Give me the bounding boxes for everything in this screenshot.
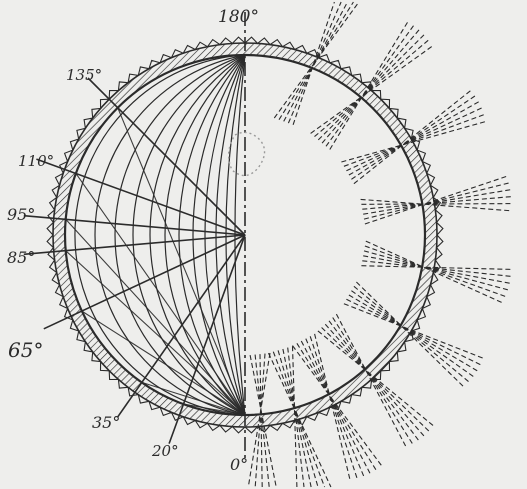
dashed-ray <box>346 298 482 366</box>
dashed-ray <box>353 89 472 185</box>
radial-line <box>117 234 246 418</box>
dashed-ray <box>249 354 277 488</box>
radial-line <box>36 158 246 236</box>
arc-line <box>164 55 246 415</box>
dashed-ray <box>328 320 420 442</box>
dashed-ray <box>292 345 383 467</box>
radial-line <box>168 234 246 444</box>
dashed-ray <box>343 113 485 167</box>
radial-line <box>23 234 246 256</box>
dashed-ray <box>363 182 510 220</box>
radial-line <box>43 234 246 330</box>
dashed-ray <box>351 94 477 180</box>
chord-line <box>81 310 246 416</box>
dashed-ray <box>335 313 407 448</box>
dashed-ray <box>343 303 484 359</box>
label-35: 35° <box>92 413 120 432</box>
chord-line <box>117 107 246 416</box>
serrated-edge <box>46 36 444 434</box>
dashed-ray <box>314 333 351 480</box>
dashed-ray <box>268 352 332 488</box>
dashed-rays <box>247 1 512 488</box>
dashed-ray <box>329 21 409 150</box>
dashed-ray <box>361 203 512 205</box>
dashed-ray <box>362 196 512 210</box>
dashed-ray <box>332 317 414 445</box>
dashed-ray <box>324 323 425 437</box>
dashed-ray <box>348 100 480 176</box>
arc-line <box>94 55 246 415</box>
dashed-ray <box>356 281 465 388</box>
dashed-ray <box>363 255 511 284</box>
dashed-ray <box>310 45 433 134</box>
arc-line <box>74 55 246 415</box>
dashed-ray <box>254 353 266 488</box>
dashed-ray <box>305 338 365 478</box>
dashed-ray <box>341 120 486 163</box>
dashed-ray <box>365 240 503 304</box>
label-65: 65° <box>8 338 43 362</box>
dashed-ray <box>321 28 421 144</box>
dashed-ray <box>321 327 430 433</box>
dashed-ray <box>317 33 426 141</box>
label-20: 20° <box>151 442 179 460</box>
arc-line <box>114 55 246 415</box>
label-85: 85° <box>7 248 35 267</box>
dashed-ray <box>287 1 342 124</box>
dashed-ray <box>348 294 479 372</box>
angle-labels: 180° 135° 110° 95° 85° 65° 35° 20° 0° <box>7 7 259 474</box>
arc-family <box>74 55 246 415</box>
arc-line <box>132 55 246 415</box>
chord-line <box>65 250 246 416</box>
dashed-ray <box>259 354 263 488</box>
dashed-ray <box>309 336 358 479</box>
dashed-ray <box>325 24 415 147</box>
arc-line <box>215 55 246 415</box>
dashed-ray <box>296 343 377 471</box>
dashed-ray <box>364 245 507 298</box>
radial-lines <box>23 77 246 444</box>
dashed-ray <box>314 39 430 138</box>
arc-line <box>225 55 246 415</box>
dashed-ray <box>346 107 483 172</box>
saw-teeth <box>46 36 444 434</box>
chord-line <box>141 381 246 416</box>
radial-line <box>87 77 246 236</box>
dashed-ray <box>247 352 271 488</box>
label-95: 95° <box>7 205 35 224</box>
label-135: 135° <box>66 66 102 84</box>
dashed-ray <box>363 189 512 215</box>
dashed-ray <box>287 347 305 488</box>
radial-line <box>23 214 246 236</box>
dashed-ray <box>351 290 475 378</box>
dashed-ray <box>254 354 270 488</box>
dashed-ray <box>361 265 512 270</box>
arc-line <box>192 55 246 415</box>
arc-line <box>149 55 246 415</box>
dashed-ray <box>353 285 470 383</box>
dashed-ray <box>292 1 335 125</box>
dashed-ray <box>360 198 511 212</box>
chord-line <box>65 218 246 416</box>
arc-line <box>204 55 246 415</box>
dashed-ray <box>364 175 508 225</box>
dashed-ray <box>363 250 509 291</box>
dashed-ray <box>362 260 512 277</box>
label-180: 180° <box>218 7 259 27</box>
arc-line <box>234 55 246 415</box>
label-0: 0° <box>230 455 248 474</box>
dashed-ray <box>278 1 354 120</box>
chord-line <box>75 173 246 416</box>
dashed-ray <box>317 330 435 427</box>
label-110: 110° <box>18 152 54 170</box>
dashed-ray <box>300 340 371 475</box>
dotted-sketch <box>227 131 266 177</box>
chord-line <box>183 403 246 416</box>
